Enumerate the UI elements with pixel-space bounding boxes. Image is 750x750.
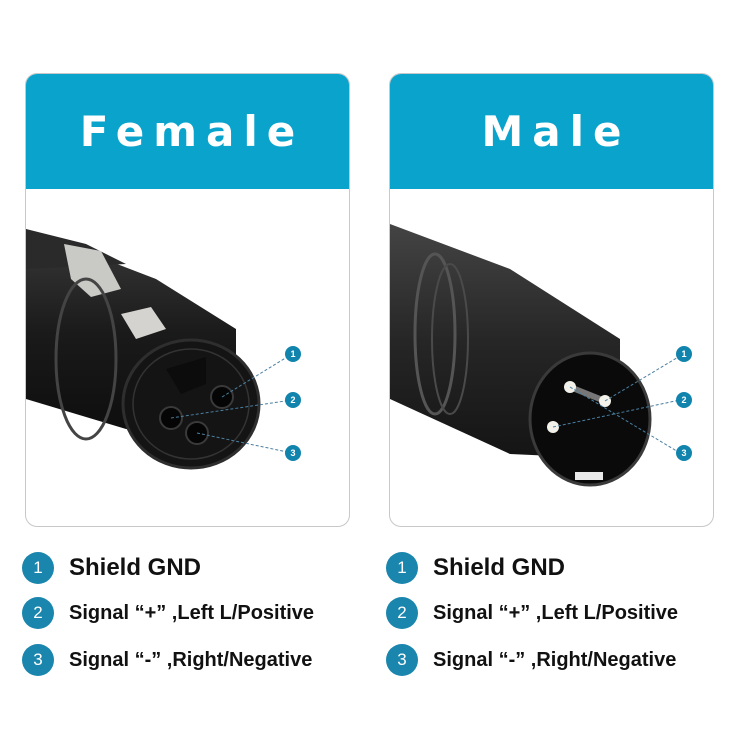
- pin-description: Shield GND: [433, 554, 566, 581]
- legend-item: 2 Signal “+” ,Left L/Positive: [386, 597, 678, 629]
- pin-description: Signal “+” ,Left L/Positive: [69, 601, 315, 624]
- male-header: Male: [390, 74, 713, 189]
- pin-description: Signal “-” ,Right/Negative: [69, 648, 313, 671]
- pin-number-badge: 1: [386, 552, 418, 584]
- female-callout-3: 3: [285, 445, 301, 461]
- legend-item: 2 Signal “+” ,Left L/Positive: [22, 597, 314, 629]
- female-title: Female: [79, 107, 305, 156]
- male-title: Male: [481, 107, 631, 156]
- pin-description: Signal “+” ,Left L/Positive: [433, 601, 679, 624]
- female-connector-image: 1 2 3: [26, 189, 349, 526]
- male-connector-image: 1 2 3: [390, 189, 713, 526]
- male-callout-3: 3: [676, 445, 692, 461]
- legend-item: 1 Shield GND: [386, 552, 565, 584]
- pin-number-badge: 2: [22, 597, 54, 629]
- female-header: Female: [26, 74, 349, 189]
- pin-description: Shield GND: [69, 554, 202, 581]
- male-callout-2: 2: [676, 392, 692, 408]
- legend-item: 3 Signal “-” ,Right/Negative: [386, 644, 676, 676]
- female-callout-1: 1: [285, 346, 301, 362]
- pin-number-badge: 2: [386, 597, 418, 629]
- pin-number-badge: 3: [386, 644, 418, 676]
- pin-number-badge: 1: [22, 552, 54, 584]
- female-callout-2: 2: [285, 392, 301, 408]
- male-callout-1: 1: [676, 346, 692, 362]
- pin-number-badge: 3: [22, 644, 54, 676]
- female-connector-card: Female: [25, 73, 350, 527]
- male-xlr-connector-icon: [390, 224, 681, 487]
- female-xlr-connector-icon: [26, 229, 293, 470]
- male-connector-card: Male: [389, 73, 714, 527]
- legend-item: 1 Shield GND: [22, 552, 201, 584]
- pin-description: Signal “-” ,Right/Negative: [433, 648, 677, 671]
- legend-item: 3 Signal “-” ,Right/Negative: [22, 644, 312, 676]
